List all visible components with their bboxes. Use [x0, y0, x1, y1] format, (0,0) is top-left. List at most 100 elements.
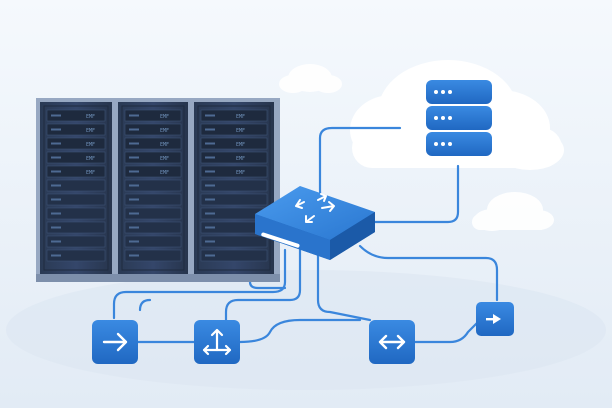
rack-1-slot — [46, 123, 106, 136]
rack-2-slot-indicator — [129, 114, 139, 117]
rack-2-slot — [124, 221, 182, 234]
rack-1-slot — [46, 151, 106, 164]
rack-3-slot-indicator — [205, 212, 215, 215]
rack-3-slot — [200, 249, 268, 262]
link-node-chain-2 — [238, 318, 362, 344]
rack-3-slot-indicator — [205, 128, 215, 131]
rack-3-slot — [200, 165, 268, 178]
rack-2-slot-indicator — [129, 226, 139, 229]
node-arrow-right — [92, 320, 138, 364]
rack-2-label-5: EMF — [160, 170, 169, 176]
rack-2-label-4: EMF — [160, 156, 169, 162]
rack-1-slot — [46, 235, 106, 248]
rack-1-slot-indicator — [51, 212, 61, 215]
rack-2-slot — [124, 249, 182, 262]
rack-2-slot-indicator — [129, 254, 139, 257]
link-switch-node-left — [112, 248, 287, 320]
bidirectional-arrow-icon — [378, 334, 406, 350]
rack-1-slot-indicator — [51, 156, 61, 159]
rack-3-slot — [200, 235, 268, 248]
rack-1-slot-indicator — [51, 226, 61, 229]
server-stack-icon — [426, 80, 492, 156]
rack-2-label-1: EMF — [160, 114, 169, 120]
node-bidirectional — [369, 320, 415, 364]
rack-3-slot — [200, 179, 268, 192]
rack-3-slot — [200, 109, 268, 122]
rack-3-label-5: EMF — [236, 170, 245, 176]
rack-2-slot — [124, 235, 182, 248]
rack-1-slot — [46, 137, 106, 150]
node-three-way — [194, 320, 240, 364]
arrow-right-icon — [102, 332, 128, 352]
rack-1-slot — [46, 179, 106, 192]
rack-1-label-4: EMF — [86, 156, 95, 162]
rack-1-slot-indicator — [51, 184, 61, 187]
link-switch-node-right — [358, 244, 499, 302]
rack-1-slot-indicator — [51, 114, 61, 117]
rack-2-slot — [124, 193, 182, 206]
rack-2-slot-indicator — [129, 184, 139, 187]
rack-3-slot — [200, 137, 268, 150]
central-switch — [255, 186, 375, 260]
link-switch-cloud-server — [368, 164, 460, 224]
cloud-small-right — [472, 192, 554, 231]
rack-1-slot-indicator — [51, 142, 61, 145]
rack-3-label-1: EMF — [236, 114, 245, 120]
rack-3-label-3: EMF — [236, 142, 245, 148]
three-way-arrows-icon — [202, 328, 232, 356]
rack-1-slot — [46, 109, 106, 122]
rack-3-slot-indicator — [205, 254, 215, 257]
rack-2-slot-indicator — [129, 156, 139, 159]
rack-2-slot — [124, 109, 182, 122]
rack-3-label-2: EMF — [236, 128, 245, 134]
rack-1-slot-indicator — [51, 254, 61, 257]
rack-2-label-2: EMF — [160, 128, 169, 134]
rack-2-slot — [124, 137, 182, 150]
link-switch-node-center — [224, 248, 302, 322]
rack-2-slot-indicator — [129, 240, 139, 243]
rack-1-slot — [46, 249, 106, 262]
floor-shadow — [6, 270, 606, 390]
rack-1-slot-indicator — [51, 240, 61, 243]
rack-2-slot — [124, 165, 182, 178]
rack-3-slot-indicator — [205, 226, 215, 229]
cloud-small-left — [279, 64, 342, 93]
rack-1-slot — [46, 221, 106, 234]
rack-1-label-1: EMF — [86, 114, 95, 120]
rack-3-slot-indicator — [205, 198, 215, 201]
rack-1-slot-indicator — [51, 170, 61, 173]
rack-2-slot — [124, 207, 182, 220]
rack-1-slot — [46, 193, 106, 206]
rack-2-slot — [124, 123, 182, 136]
link-racks — [248, 268, 287, 290]
link-racks-switch — [138, 298, 152, 312]
rack-1-slot — [46, 165, 106, 178]
rack-1-slot-indicator — [51, 128, 61, 131]
rack-2-slot-indicator — [129, 142, 139, 145]
rack-1-label-5: EMF — [86, 170, 95, 176]
rack-3-slot-indicator — [205, 184, 215, 187]
rack-1-label-2: EMF — [86, 128, 95, 134]
rack-3-slot-indicator — [205, 170, 215, 173]
node-arrow-small — [476, 302, 514, 336]
rack-2-slot — [124, 151, 182, 164]
rack-2-slot-indicator — [129, 212, 139, 215]
rack-2-slot-indicator — [129, 170, 139, 173]
link-node-chain-3 — [413, 320, 480, 344]
rack-1-slot-indicator — [51, 198, 61, 201]
rack-3-label-4: EMF — [236, 156, 245, 162]
rack-3-slot — [200, 123, 268, 136]
server-racks: EMF EMF EMF EMF EMF EMF EMF EMF EMF EMF … — [36, 98, 280, 282]
rack-2-slot-indicator — [129, 128, 139, 131]
rack-3-slot-indicator — [205, 156, 215, 159]
rack-1-label-3: EMF — [86, 142, 95, 148]
rack-3-slot-indicator — [205, 142, 215, 145]
rack-3-slot-indicator — [205, 114, 215, 117]
rack-2-slot-indicator — [129, 198, 139, 201]
rack-2-label-3: EMF — [160, 142, 169, 148]
arrow-right-small-icon — [486, 314, 501, 324]
rack-3-slot — [200, 151, 268, 164]
link-switch-node-mid — [316, 252, 372, 322]
rack-3-slot-indicator — [205, 240, 215, 243]
